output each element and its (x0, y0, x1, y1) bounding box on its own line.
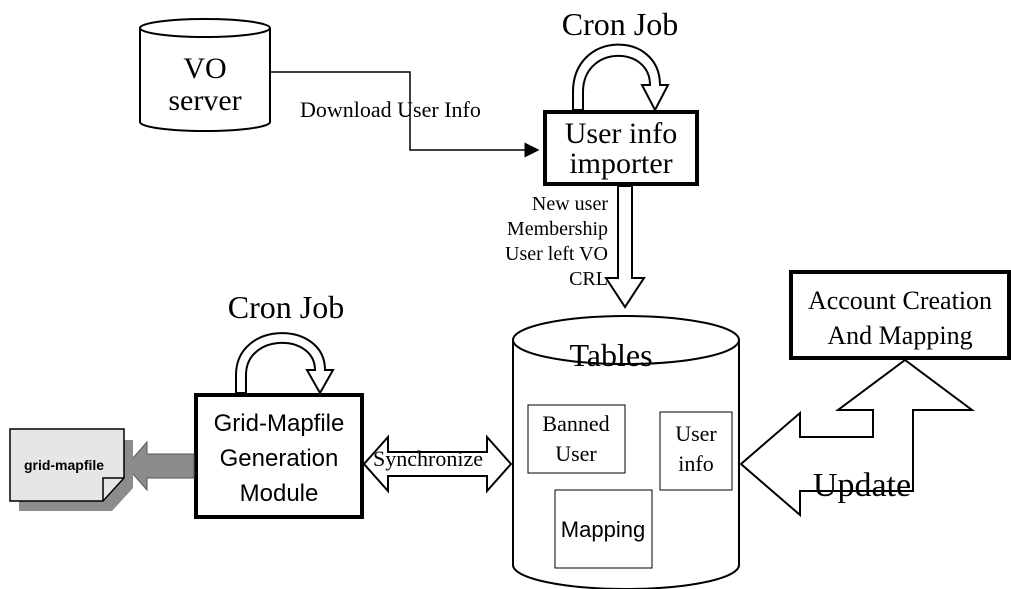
output-crl: CRL (569, 268, 608, 290)
tables-cylinder: Tables Banned User User info Mapping (512, 315, 740, 589)
module-label-line3: Module (240, 480, 319, 507)
importer-label-line1: User info (565, 117, 677, 150)
account-creation-label-line2: And Mapping (827, 321, 972, 350)
update-double-arrow (739, 358, 976, 518)
vo-server-label-line2: server (168, 84, 241, 117)
account-creation-label-line1: Account Creation (808, 286, 992, 315)
download-connector (270, 71, 540, 158)
vo-server-cylinder: VO server (139, 18, 271, 132)
cron-job-left-cycle-arrow (235, 332, 335, 396)
module-label-line1: Grid-Mapfile (214, 410, 345, 437)
cron-job-left-label: Cron Job (228, 289, 344, 325)
grid-mapfile-module-box: Grid-Mapfile Generation Module (194, 393, 364, 519)
output-user-left-vo: User left VO (505, 243, 608, 265)
module-to-mapfile-arrow (125, 440, 195, 492)
importer-label-line2: importer (569, 147, 672, 180)
banned-user-label-line1: Banned (542, 411, 609, 436)
cron-job-top-cycle-arrow (572, 43, 670, 113)
mapping-table (554, 489, 653, 569)
user-info-importer-box: User info importer (543, 110, 699, 186)
user-info-label-line2: info (678, 451, 713, 476)
importer-outputs-list: New user Membership User left VO CRL (505, 193, 608, 290)
banned-user-label-line2: User (555, 441, 597, 466)
mapping-label: Mapping (561, 517, 645, 542)
vo-server-label-line1: VO (183, 52, 226, 85)
user-info-table (659, 411, 733, 491)
grid-mapfile-document: grid-mapfile (9, 428, 133, 511)
output-new-user: New user (532, 193, 608, 215)
grid-mapfile-label: grid-mapfile (24, 457, 104, 473)
update-label: Update (813, 467, 911, 504)
output-membership: Membership (507, 218, 608, 240)
synchronize-label: Synchronize (373, 446, 483, 471)
synchronize-double-arrow (362, 434, 513, 494)
cron-job-top-label: Cron Job (562, 6, 678, 42)
tables-title: Tables (569, 337, 652, 373)
module-label-line2: Generation (220, 445, 339, 472)
banned-user-table (527, 404, 626, 474)
user-info-label-line1: User (675, 421, 717, 446)
importer-to-tables-arrow (604, 185, 646, 309)
download-user-info-label: Download User Info (300, 97, 481, 122)
account-creation-box: Account Creation And Mapping (789, 270, 1011, 360)
